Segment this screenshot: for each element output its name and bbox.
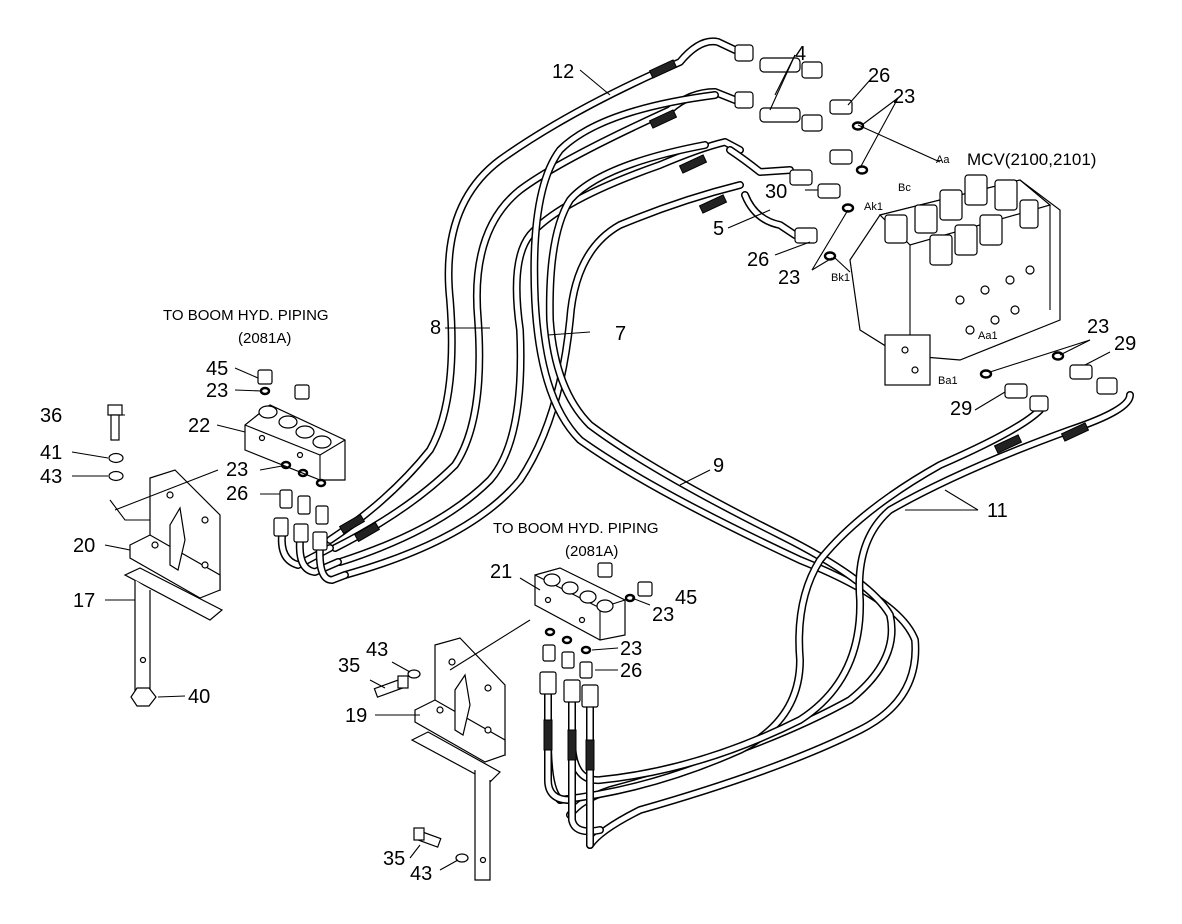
port-label-bc: Bc: [898, 182, 911, 194]
callout-23-mcv: 23: [778, 267, 800, 289]
mcv-title: MCV(2100,2101): [967, 150, 1096, 169]
callout-23-left: 23: [206, 380, 228, 402]
callout-4: 4: [795, 43, 806, 65]
callout-29-right: 29: [1114, 333, 1136, 355]
main-control-valve: [849, 174, 1061, 386]
callout-45-left: 45: [206, 358, 228, 380]
port-label-bk1: Bk1: [831, 272, 850, 284]
boom-piping-left-line2: (2081A): [238, 330, 291, 347]
callout-23-block22: 23: [226, 459, 248, 481]
callout-26-block22: 26: [226, 483, 248, 505]
callout-41: 41: [40, 442, 62, 464]
text-labels: MCV(2100,2101) TO BOOM HYD. PIPING (2081…: [40, 43, 1136, 885]
callout-43-mid: 43: [366, 639, 388, 661]
callout-26-mcv: 26: [747, 249, 769, 271]
callout-11: 11: [987, 500, 1008, 522]
callout-20: 20: [73, 535, 95, 557]
callout-23-top: 23: [893, 86, 915, 108]
hose-9b: [545, 141, 896, 819]
callout-9: 9: [713, 455, 724, 477]
boom-piping-left-line1: TO BOOM HYD. PIPING: [163, 307, 329, 324]
callout-12: 12: [552, 61, 574, 83]
callout-23-block21: 23: [652, 604, 674, 626]
callout-29-low: 29: [950, 398, 972, 420]
boom-piping-mid-line2: (2081A): [565, 543, 618, 560]
bracket-assembly-left: [107, 404, 224, 707]
callout-45-mid: 45: [675, 587, 697, 609]
callout-26-top: 26: [868, 65, 890, 87]
manifold-block-21: [534, 562, 653, 708]
boom-piping-mid-line1: TO BOOM HYD. PIPING: [493, 520, 659, 537]
top-fittings: [734, 44, 1118, 412]
callout-5: 5: [713, 218, 724, 240]
hose-sleeves: [338, 59, 1090, 771]
callout-23-block21-low: 23: [620, 638, 642, 660]
callout-43-left: 43: [40, 466, 62, 488]
port-label-aa1: Aa1: [978, 330, 998, 342]
callout-36: 36: [40, 405, 62, 427]
callout-22: 22: [188, 415, 210, 437]
callout-26-block21: 26: [620, 660, 642, 682]
callout-7: 7: [615, 323, 626, 345]
hoses: [277, 37, 1134, 849]
callout-35-low: 35: [383, 848, 405, 870]
callout-21: 21: [490, 561, 512, 583]
port-label-aa: Aa: [936, 154, 950, 166]
port-label-ak1: Ak1: [864, 201, 883, 213]
port-label-ba1: Ba1: [938, 375, 958, 387]
manifold-block-22: [244, 369, 346, 551]
callout-35-mid: 35: [338, 655, 360, 677]
hose-7b: [341, 181, 744, 579]
bracket-assembly-mid: [373, 637, 506, 881]
callout-23-right: 23: [1087, 316, 1109, 338]
callout-8: 8: [430, 317, 441, 339]
callout-17: 17: [73, 590, 95, 612]
callout-19: 19: [345, 705, 367, 727]
leader-lines: [71, 54, 1111, 871]
callout-40: 40: [188, 686, 210, 708]
callout-30: 30: [765, 181, 787, 203]
callout-43-low: 43: [410, 863, 432, 885]
